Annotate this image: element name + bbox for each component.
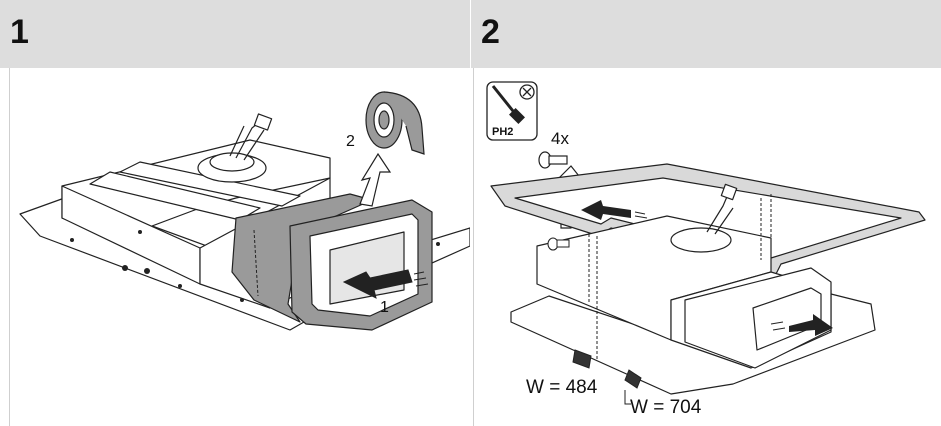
pull-arrow <box>789 314 833 336</box>
width-label-704: W = 704 <box>630 397 702 418</box>
tool-label: PH2 <box>492 126 514 138</box>
screwdriver-icon <box>486 81 538 141</box>
step-1-number: 1 <box>10 13 29 51</box>
step-2-panel: 2 <box>471 0 941 426</box>
tape-band <box>231 193 373 323</box>
step-2-illustration <box>486 81 926 405</box>
screw-w704 <box>624 369 642 389</box>
peel-arrow <box>359 152 392 207</box>
width-label-484: W = 484 <box>526 377 598 398</box>
callout-1: 1 <box>380 299 389 316</box>
step-2-number: 2 <box>481 13 500 51</box>
screw-count-label: 4x <box>551 129 569 148</box>
motor <box>670 227 732 253</box>
callout-2: 2 <box>346 133 355 150</box>
screw-side <box>547 237 570 251</box>
step-2-header: 2 <box>471 0 941 68</box>
tape-roll <box>365 91 425 155</box>
step-1-left-rule <box>9 68 10 426</box>
screw-w484 <box>572 349 592 369</box>
step-1-panel: 1 <box>0 0 470 426</box>
step-1-illustration <box>19 91 470 331</box>
step-1-header: 1 <box>0 0 470 68</box>
slide-arrow <box>581 200 631 220</box>
push-arrow <box>342 269 429 299</box>
screw-icon <box>538 151 568 169</box>
panel-divider <box>470 0 471 426</box>
step-2-left-rule <box>473 68 474 426</box>
